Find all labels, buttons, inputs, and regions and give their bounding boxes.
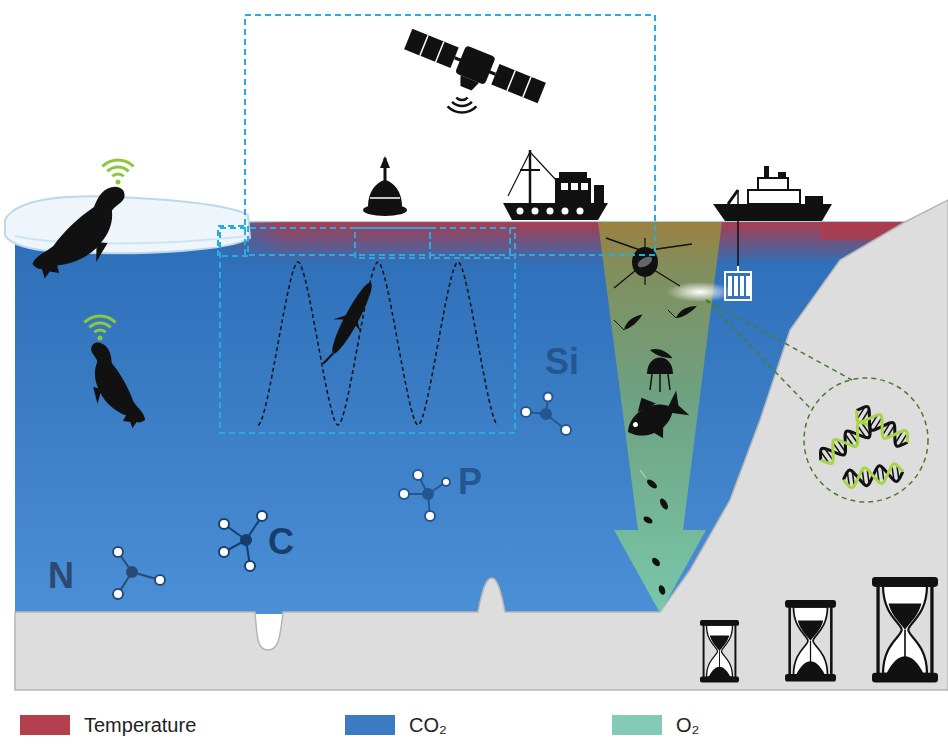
legend-label: CO₂	[409, 714, 447, 736]
legend-item: CO₂	[345, 713, 447, 737]
element-label: Si	[545, 342, 579, 382]
sea-ice-edge	[15, 236, 248, 244]
light-beam	[666, 282, 734, 302]
legend-swatch	[345, 715, 395, 735]
legend-item: O₂	[612, 713, 699, 737]
sea-ice	[5, 196, 250, 253]
ctd-rosette	[725, 266, 751, 300]
legend-swatch	[612, 715, 662, 735]
molecule-icon	[219, 511, 267, 571]
dna-callout	[706, 300, 928, 502]
legend-label: O₂	[676, 714, 699, 736]
dna-helix	[816, 418, 875, 467]
legend-item: Temperature	[20, 713, 196, 737]
molecule-icon	[521, 393, 571, 436]
observation-frame	[218, 15, 655, 433]
export-funnel	[598, 222, 722, 613]
telemetry-signal	[102, 160, 133, 185]
fish	[617, 382, 693, 452]
seal	[65, 339, 162, 436]
dna-helix	[842, 463, 904, 489]
dna-helix	[852, 403, 912, 450]
hourglass-icon	[785, 600, 836, 682]
sinking-particles	[640, 470, 670, 596]
hourglass-icon	[872, 577, 938, 683]
satellite	[399, 24, 547, 115]
element-label: P	[458, 462, 482, 502]
element-label: C	[268, 522, 294, 562]
glider	[313, 275, 384, 372]
fishing-boat	[503, 150, 608, 220]
hourglass-icon	[700, 620, 739, 682]
molecule-icon	[399, 470, 450, 521]
glider-path	[258, 262, 498, 425]
copepod	[606, 238, 692, 288]
krill	[614, 303, 698, 361]
sea-floor	[15, 200, 948, 690]
seal	[18, 183, 147, 289]
satellite-signal	[448, 98, 477, 113]
legend-label: Temperature	[84, 714, 196, 736]
element-label: N	[48, 556, 74, 596]
jellyfish	[647, 358, 673, 393]
molecule-icon	[113, 547, 165, 599]
telemetry-signal	[84, 316, 115, 341]
legend-swatch	[20, 715, 70, 735]
research-vessel	[713, 166, 832, 270]
buoy	[363, 156, 407, 216]
